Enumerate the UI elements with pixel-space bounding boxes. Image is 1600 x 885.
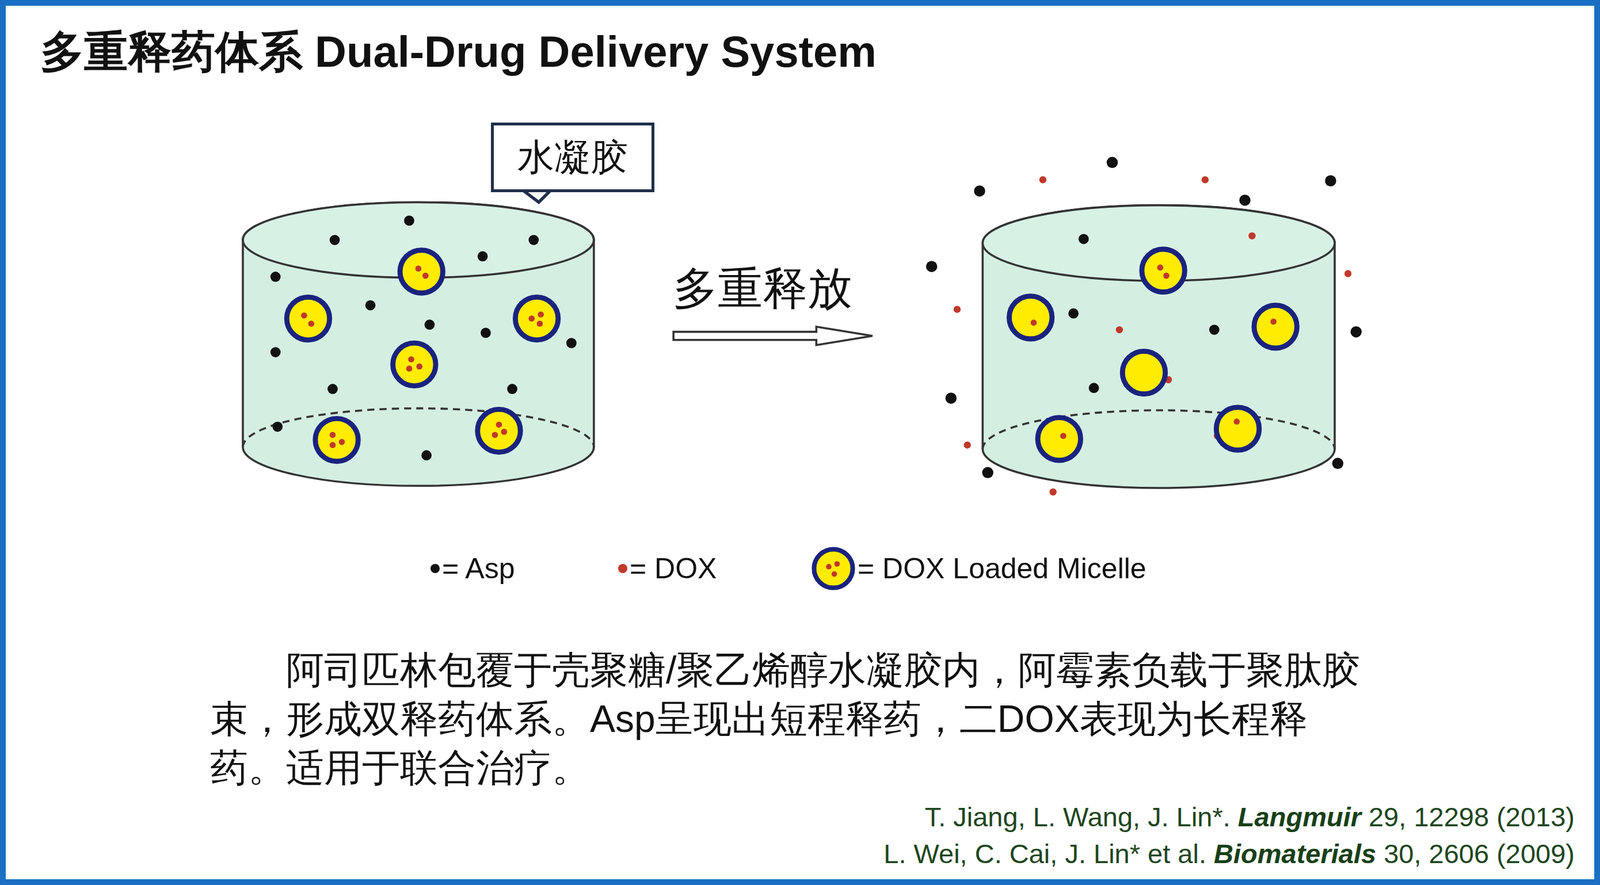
- arrow-label: 多重释放: [656, 258, 870, 320]
- legend-dot: [618, 564, 628, 574]
- caption-text: 阿司匹林包覆于壳聚糖/聚乙烯醇水凝胶内，阿霉素负载于聚肽胶束，形成双释药体系。A…: [210, 645, 1373, 793]
- asp-dots: [270, 215, 577, 462]
- callout-text: 水凝胶: [517, 132, 628, 183]
- legend-micelle: [810, 545, 857, 592]
- micelles: [286, 250, 559, 462]
- reference-volume: 29, 12298 (2013): [1368, 801, 1575, 833]
- callout-box: 水凝胶: [490, 122, 655, 193]
- reference-line: L. Wei, C. Cai, J. Lin* et al.Biomateria…: [883, 837, 1575, 870]
- micelles: [1008, 249, 1297, 461]
- legend-text: = Asp: [442, 551, 516, 586]
- legend-text: = DOX Loaded Micelle: [857, 551, 1147, 586]
- reference-line: T. Jiang, L. Wang, J. Lin*.Langmuir29, 1…: [924, 801, 1575, 833]
- legend-dot: [430, 564, 440, 574]
- legend-item: = DOX Loaded Micelle: [810, 545, 1147, 592]
- asp-dots: [926, 157, 1362, 479]
- reference-authors: T. Jiang, L. Wang, J. Lin*.: [924, 801, 1231, 833]
- hydrogel-cylinder: [982, 205, 1335, 489]
- reference-authors: L. Wei, C. Cai, J. Lin* et al.: [883, 838, 1207, 870]
- legend-text: = DOX: [629, 551, 717, 586]
- journal-name: Biomaterials: [1213, 838, 1377, 870]
- journal-name: Langmuir: [1237, 801, 1362, 833]
- legend-item: = DOX: [618, 545, 717, 592]
- release-arrow: [673, 326, 873, 346]
- legend-item: = Asp: [430, 545, 516, 592]
- hydrogel-cylinder: [242, 202, 594, 486]
- slide-title: 多重释药体系 Dual-Drug Delivery System: [40, 23, 877, 83]
- reference-volume: 30, 2606 (2009): [1383, 838, 1575, 870]
- dox-dots: [953, 176, 1352, 496]
